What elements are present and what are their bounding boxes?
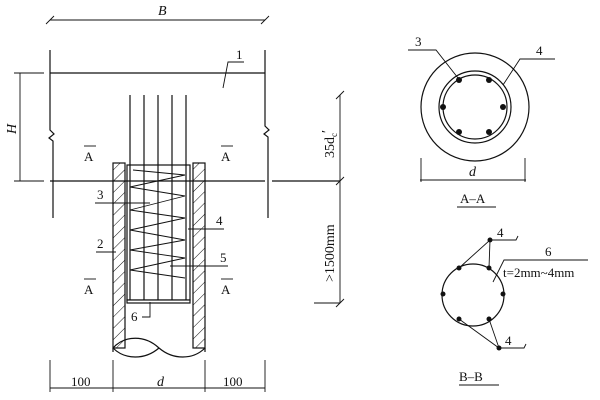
svg-text:1: 1 [236,47,243,62]
elevation-view: B 1 H 35dc′ >1500mm [5,4,345,392]
section-aa-title: A–A [460,191,486,206]
section-bb-title: B–B [459,369,483,384]
svg-text:d: d [469,165,477,180]
dimension-h: H [5,72,44,182]
svg-text:2: 2 [97,236,104,251]
svg-text:A: A [84,282,94,297]
callouts: 3 2 4 5 6 [95,187,228,324]
svg-text:4: 4 [497,225,504,240]
dim-b-label: B [158,4,167,19]
svg-text:d: d [157,375,165,390]
svg-text:4: 4 [505,333,512,348]
rebar-cage [126,95,191,304]
svg-text:A: A [221,282,231,297]
svg-text:6: 6 [545,244,552,259]
svg-text:3: 3 [97,187,104,202]
callout-1: 1 [222,47,244,89]
dim-h-label: H [5,123,20,135]
svg-text:3: 3 [415,34,422,49]
svg-text:A: A [221,149,231,164]
dim-embed-label: >1500mm [323,224,338,282]
spiral-stirrup [129,169,186,279]
dimension-bottom: 100 d 100 [49,360,266,392]
svg-text:5: 5 [220,250,227,265]
steel-tube [112,162,206,358]
dimension-right: 35dc′ >1500mm [314,90,345,308]
svg-text:100: 100 [71,374,91,389]
svg-text:A: A [84,149,94,164]
svg-text:100: 100 [223,374,243,389]
dimension-b: B [45,4,270,25]
end-plate [126,299,191,304]
dim-anchor-label: 35dc′ [320,130,339,158]
section-aa: 3 4 d A–A [408,34,555,208]
section-bb: 4 4 6 t=2mm~4mm B–B [440,225,588,386]
plate-thickness-label: t=2mm~4mm [503,265,574,280]
svg-text:6: 6 [131,309,138,324]
section-marks: A A A A [84,145,233,297]
svg-text:4: 4 [536,43,543,58]
svg-text:4: 4 [216,213,223,228]
